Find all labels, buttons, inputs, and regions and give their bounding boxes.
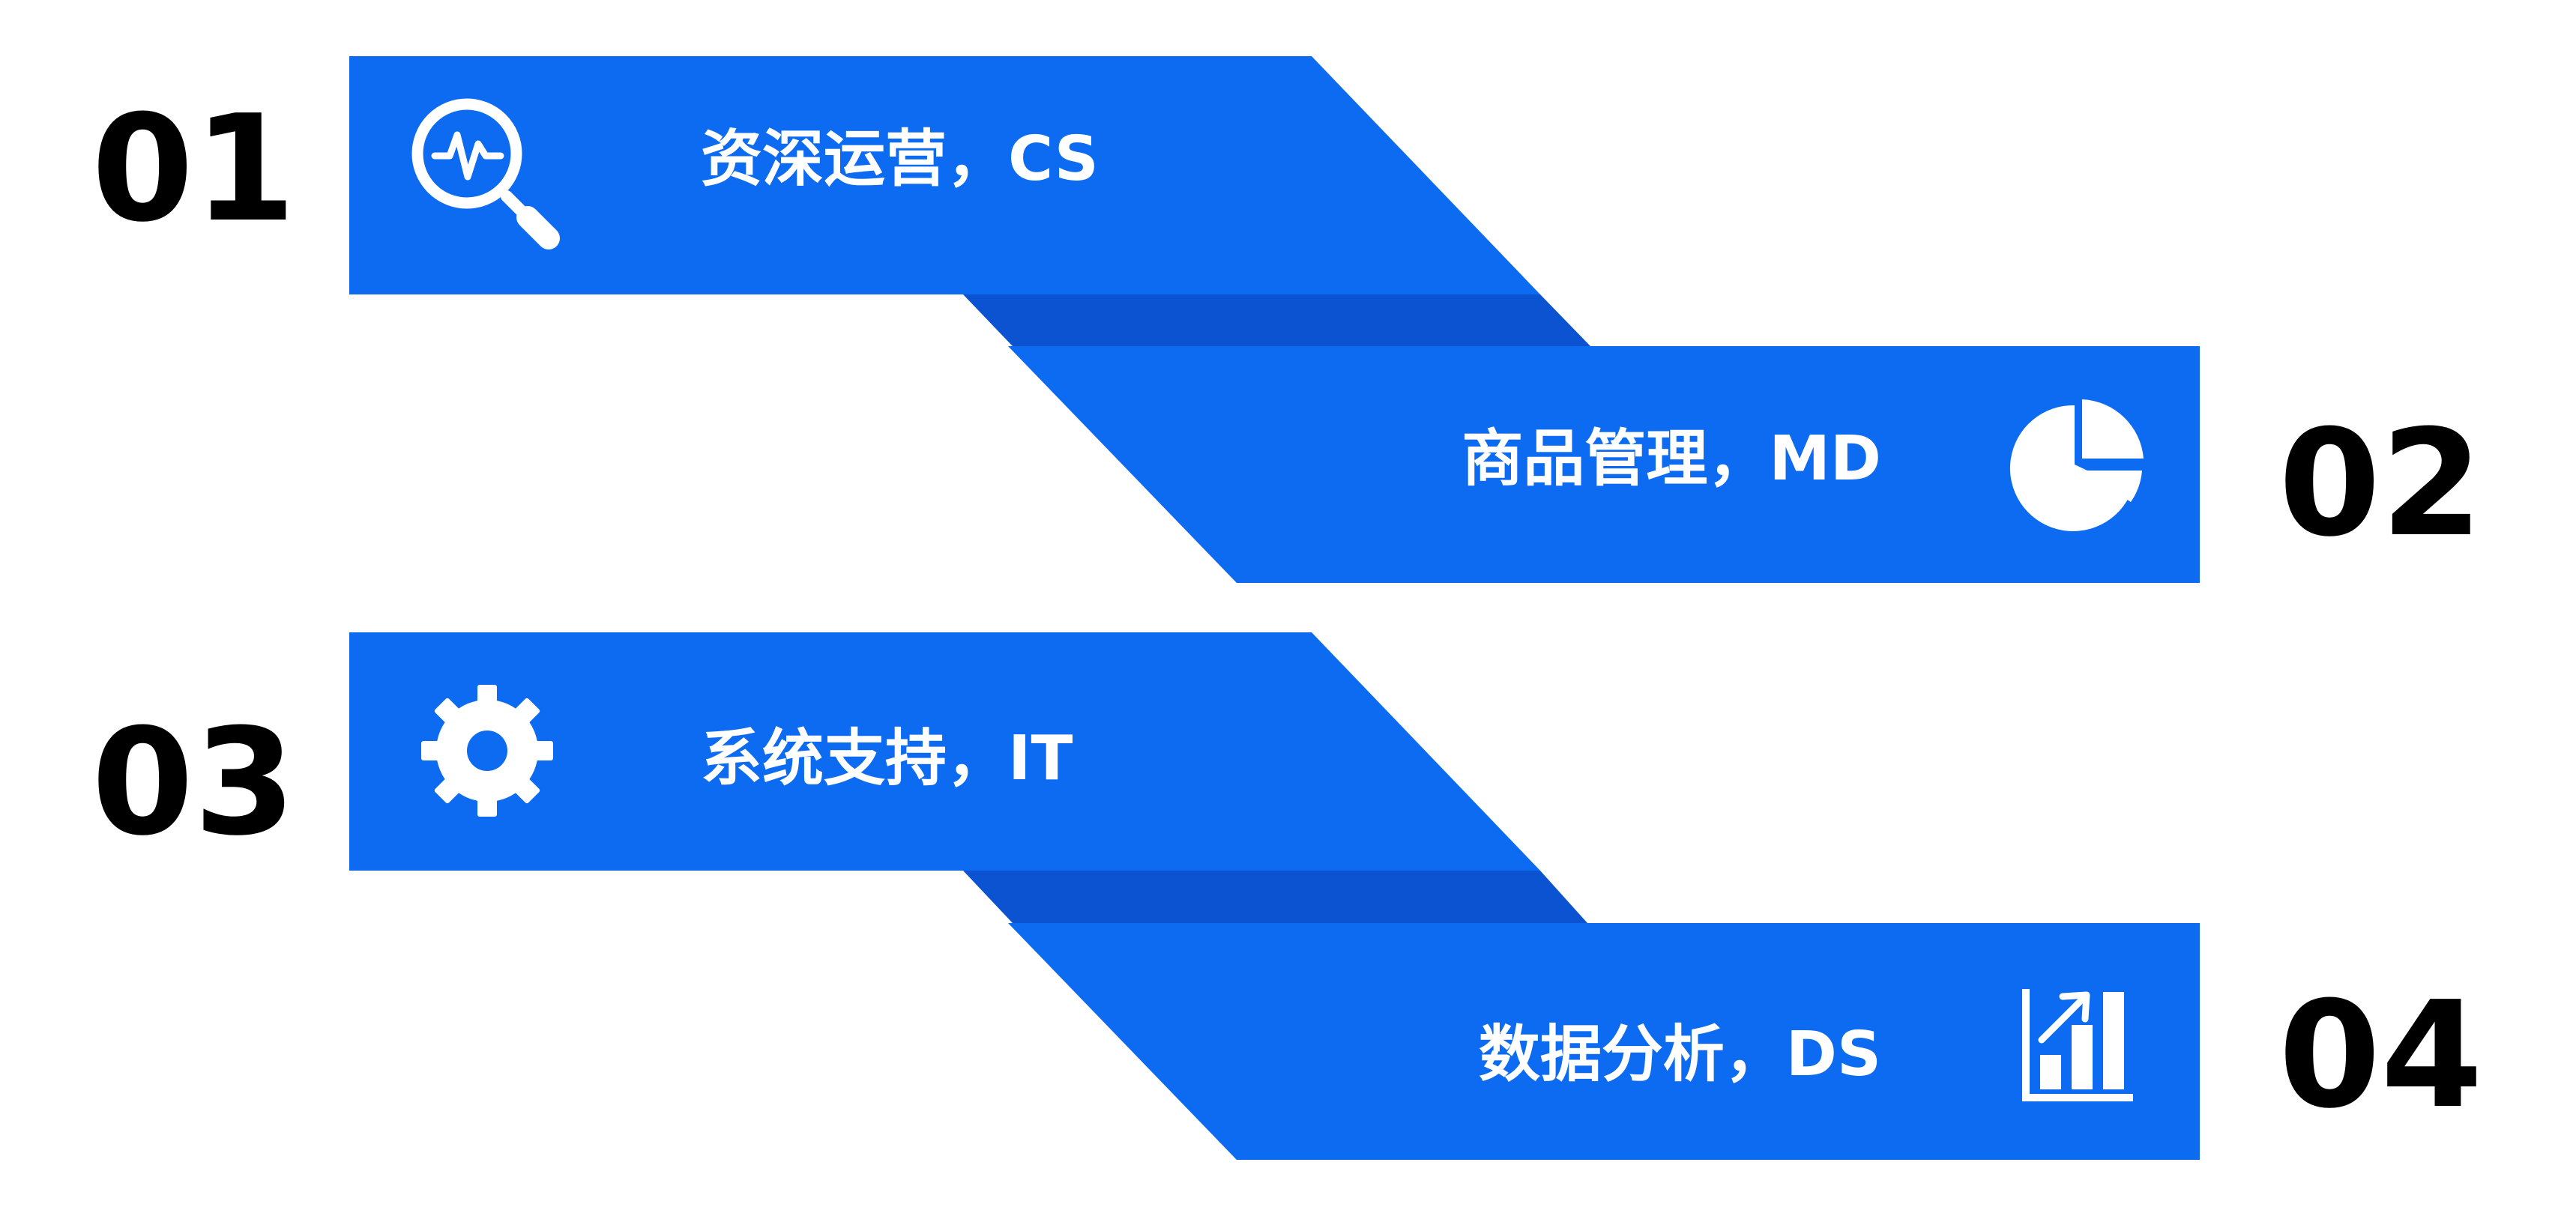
step-label-03: 系统支持，IT: [701, 723, 1073, 794]
step-label-04: 数据分析，DS: [1479, 1019, 1881, 1090]
step-number-01: 01: [91, 84, 296, 255]
bar-chart-growth-icon: [2022, 989, 2133, 1101]
step-label-02: 商品管理，MD: [1462, 423, 1881, 494]
gear-icon: [421, 685, 553, 817]
band-fold-1-2: [963, 294, 1590, 346]
band-02: [1008, 346, 2200, 583]
search-pulse-icon: [411, 98, 560, 249]
band-fold-3-4: [963, 871, 1587, 923]
step-number-04: 04: [2278, 970, 2483, 1141]
step-label-01: 资深运营，CS: [701, 124, 1099, 195]
band-01: [349, 56, 1540, 294]
pie-chart-icon: [2009, 399, 2144, 531]
band-03: [349, 632, 1540, 871]
band-04: [1008, 923, 2200, 1160]
step-number-03: 03: [91, 698, 296, 868]
step-number-02: 02: [2278, 399, 2483, 569]
